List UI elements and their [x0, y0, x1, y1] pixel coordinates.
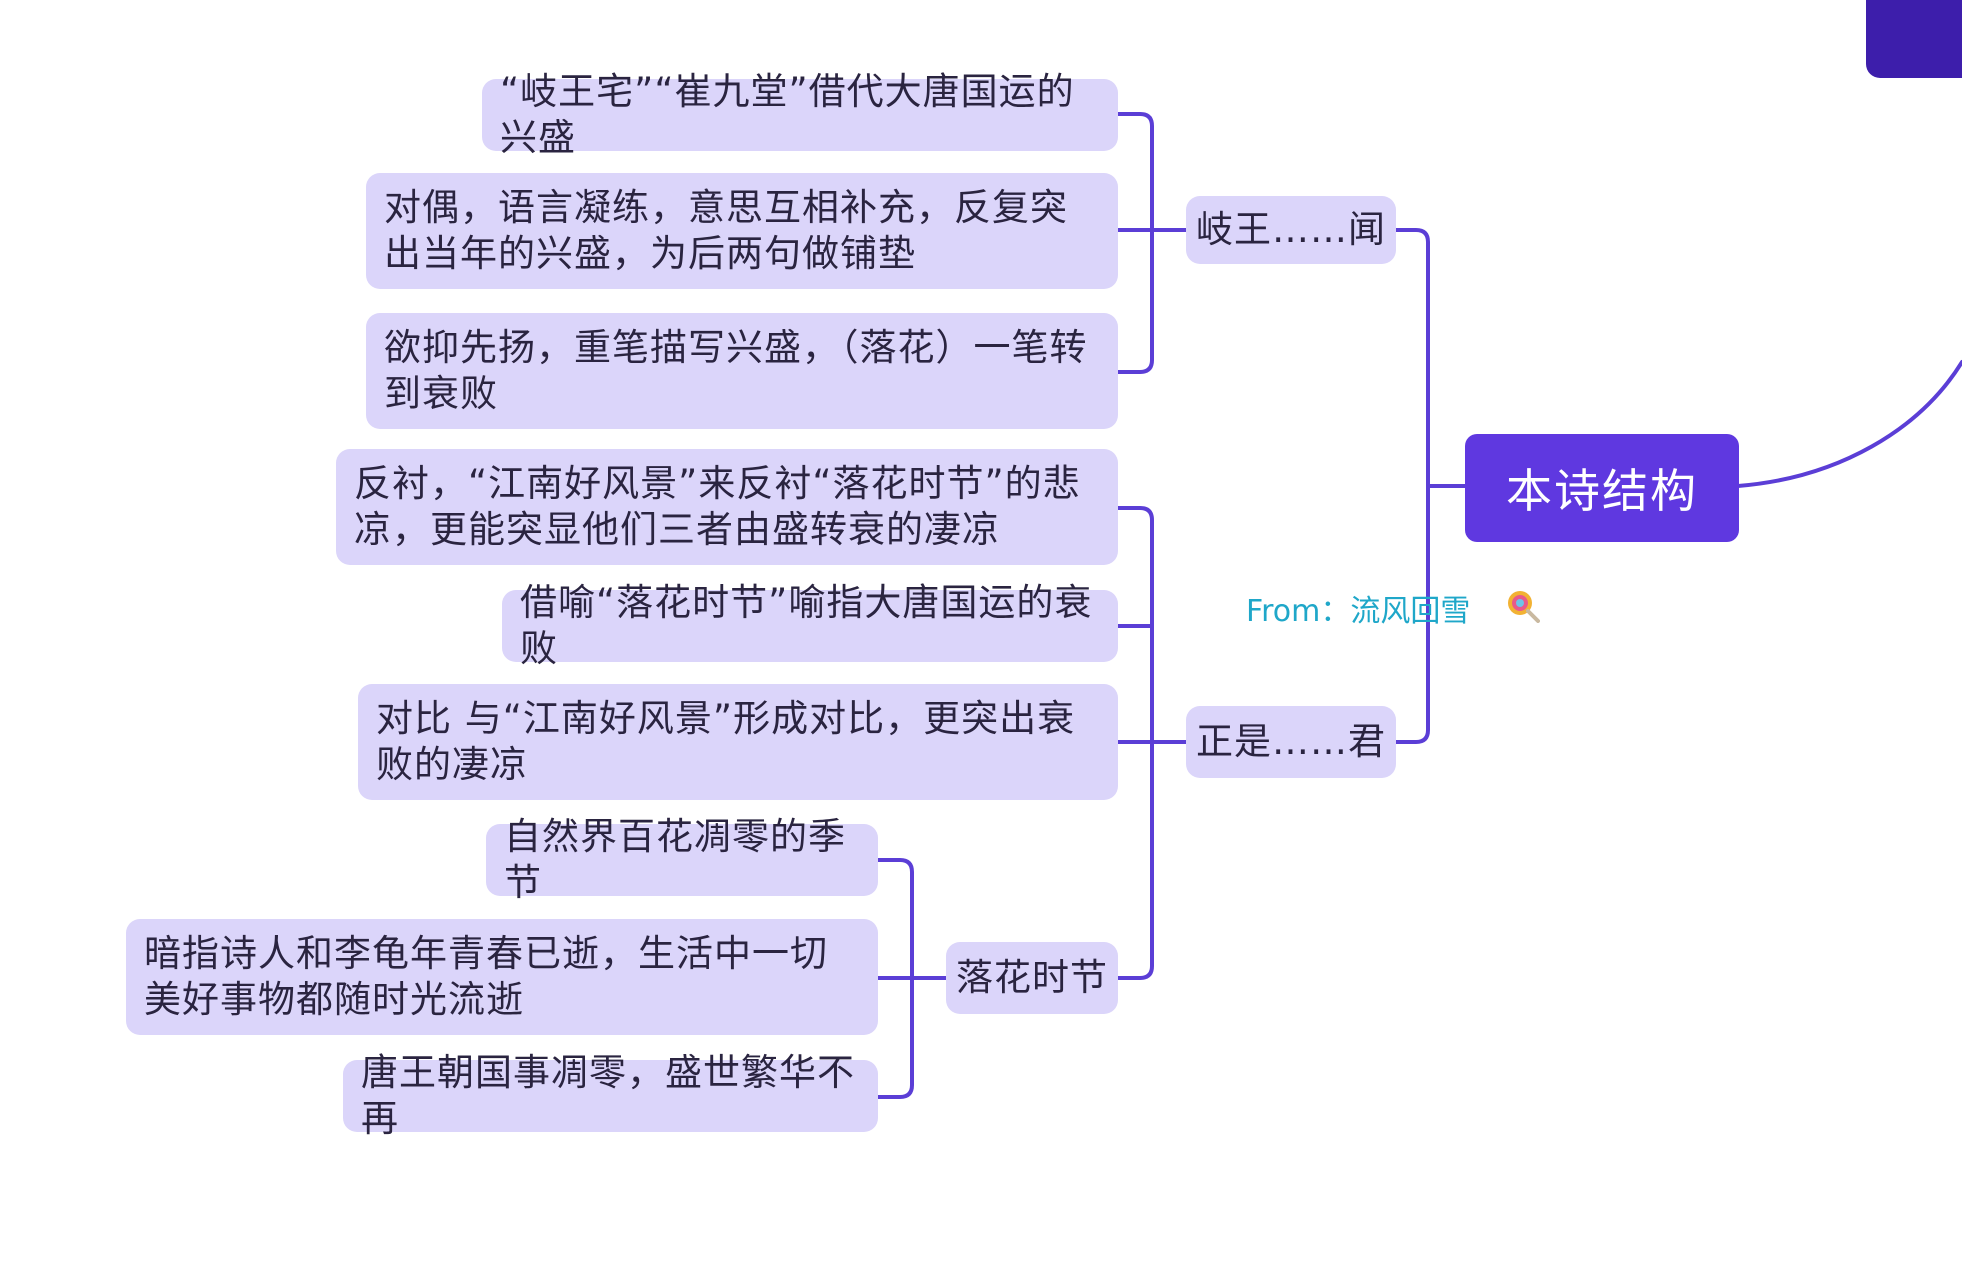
leaf-node-text: 对比 与“江南好风景”形成对比，更突出衰败的凄凉 — [376, 697, 1076, 786]
branch-node-luohua[interactable]: 落花时节 — [946, 942, 1118, 1014]
leaf-node-text: 反衬，“江南好风景”来反衬“落花时节”的悲凉，更能突显他们三者由盛转衰的凄凉 — [354, 462, 1081, 551]
leaf-node-text: 暗指诗人和李龟年青春已逝，生活中一切美好事物都随时光流逝 — [144, 932, 828, 1021]
leaf-node-text: 对偶，语言凝练，意思互相补充，反复突出当年的兴盛，为后两句做铺垫 — [384, 186, 1068, 275]
window-corner-tab — [1866, 0, 1962, 78]
leaf-node-text: 借喻“落花时节”喻指大唐国运的衰败 — [520, 581, 1093, 670]
leaf-node[interactable]: 暗指诗人和李龟年青春已逝，生活中一切美好事物都随时光流逝 — [126, 919, 878, 1035]
lollipop-icon — [1508, 591, 1540, 623]
leaf-node[interactable]: 反衬，“江南好风景”来反衬“落花时节”的悲凉，更能突显他们三者由盛转衰的凄凉 — [336, 449, 1118, 565]
leaf-node[interactable]: 对比 与“江南好风景”形成对比，更突出衰败的凄凉 — [358, 684, 1118, 800]
leaf-node-text: “岐王宅”“崔九堂”借代大唐国运的兴盛 — [500, 70, 1075, 159]
branch-node-label: 落花时节 — [956, 956, 1108, 999]
root-node-label: 本诗结构 — [1506, 464, 1698, 518]
branch-node-qiwang[interactable]: 岐王……闻 — [1186, 196, 1396, 264]
branch-node-label: 岐王……闻 — [1196, 208, 1386, 251]
leaf-node-text: 欲抑先扬，重笔描写兴盛，（落花）一笔转到衰败 — [384, 326, 1088, 415]
leaf-node[interactable]: 唐王朝国事凋零，盛世繁华不再 — [343, 1051, 878, 1140]
leaf-node-text: 自然界百花凋零的季节 — [504, 815, 846, 904]
credit-text: From：流风回雪 — [1246, 594, 1471, 629]
leaf-node[interactable]: 借喻“落花时节”喻指大唐国运的衰败 — [502, 581, 1118, 670]
leaf-node[interactable]: 自然界百花凋零的季节 — [486, 815, 878, 904]
root-node[interactable]: 本诗结构 — [1465, 434, 1739, 542]
branch-node-zhengshi[interactable]: 正是……君 — [1186, 706, 1396, 778]
branch-node-label: 正是……君 — [1196, 720, 1386, 763]
leaf-node[interactable]: “岐王宅”“崔九堂”借代大唐国运的兴盛 — [482, 70, 1118, 159]
leaf-node[interactable]: 对偶，语言凝练，意思互相补充，反复突出当年的兴盛，为后两句做铺垫 — [366, 173, 1118, 289]
leaf-node-text: 唐王朝国事凋零，盛世繁华不再 — [361, 1051, 855, 1140]
leaf-node[interactable]: 欲抑先扬，重笔描写兴盛，（落花）一笔转到衰败 — [366, 313, 1118, 429]
